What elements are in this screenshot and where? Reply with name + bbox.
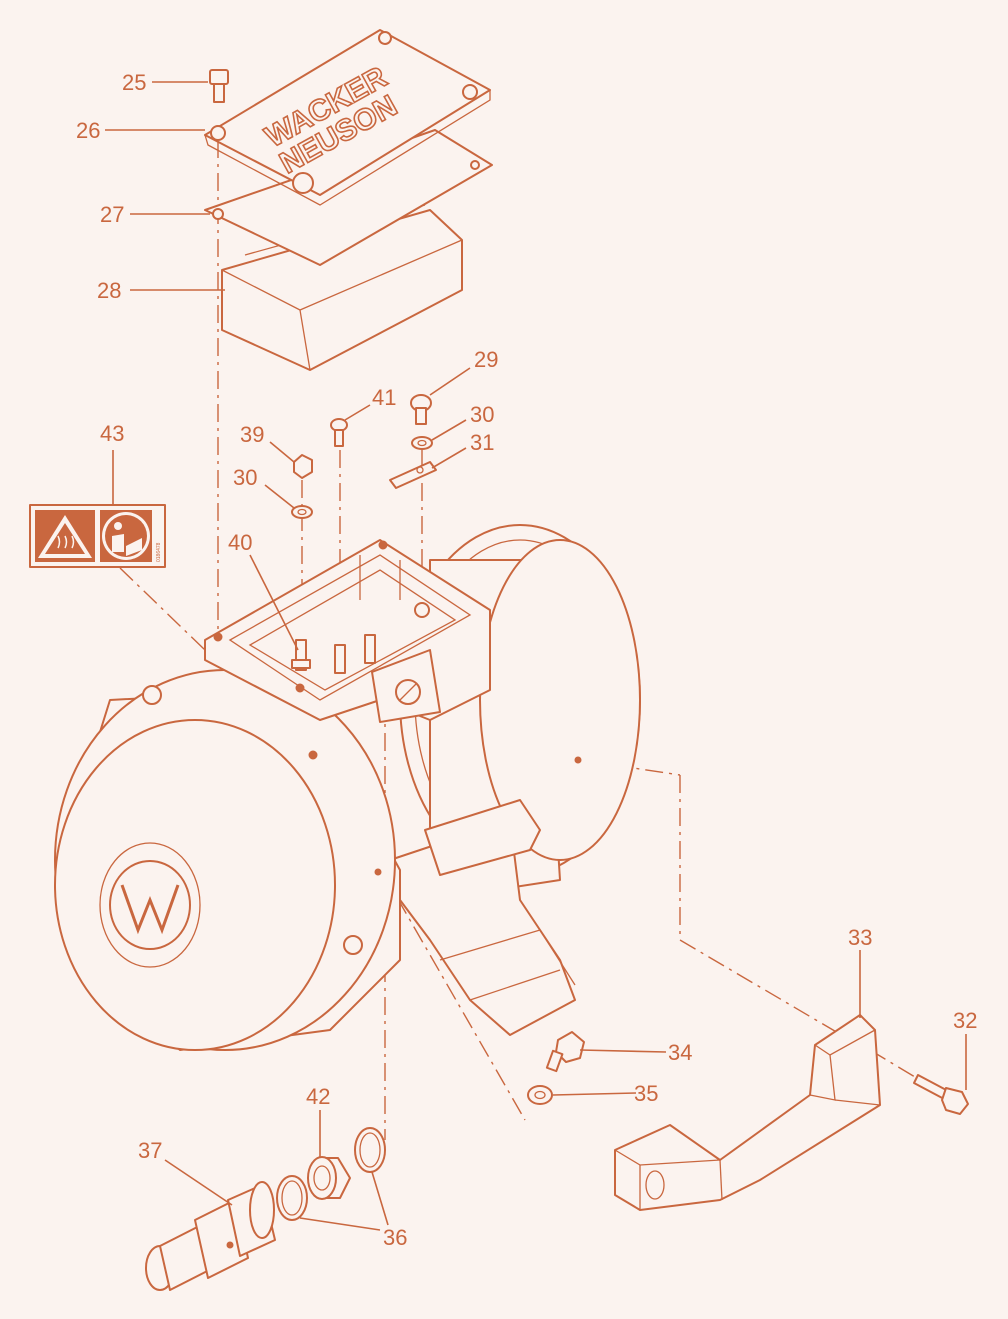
callout-30-left: 30 (233, 465, 257, 490)
screw-25 (209, 69, 229, 103)
callout-42: 42 (306, 1084, 330, 1109)
motor-base-foot (389, 799, 576, 1036)
brand-w-logo-icon (109, 860, 191, 950)
ring-36-right (354, 1127, 386, 1173)
callout-labels: 25 26 27 28 29 41 30 31 39 30 43 40 33 3… (76, 70, 977, 1250)
screw-34 (545, 1031, 585, 1073)
screw-41 (330, 418, 348, 447)
hot-surface-warning-icon (35, 510, 95, 562)
ring-36-left (276, 1175, 308, 1221)
washer-30-right (411, 436, 433, 450)
washer-35 (527, 1085, 553, 1105)
callout-36: 36 (383, 1225, 407, 1250)
callout-26: 26 (76, 118, 100, 143)
callout-25: 25 (122, 70, 146, 95)
motor-housing-front (54, 669, 401, 1051)
callout-35: 35 (634, 1081, 658, 1106)
callout-28: 28 (97, 278, 121, 303)
terminal-lid-plate: WACKER NEUSON (204, 29, 491, 206)
seal-42 (307, 1156, 351, 1200)
callout-41: 41 (372, 385, 396, 410)
screw-29 (410, 394, 432, 425)
callout-32: 32 (953, 1008, 977, 1033)
callout-27: 27 (100, 202, 124, 227)
nut-39 (293, 454, 313, 479)
callout-33: 33 (848, 925, 872, 950)
warning-label: 0186478 (29, 504, 166, 568)
terminal-box-cover (221, 204, 463, 371)
callout-34: 34 (668, 1040, 692, 1065)
callout-29: 29 (474, 347, 498, 372)
leader-lines (105, 81, 967, 1231)
callout-31: 31 (470, 430, 494, 455)
cable-gland-37 (145, 1181, 276, 1291)
carry-handle (614, 1014, 881, 1211)
callout-37: 37 (138, 1138, 162, 1163)
callout-39: 39 (240, 422, 264, 447)
strip-31 (389, 461, 437, 489)
callout-43: 43 (100, 421, 124, 446)
warning-label-code: 0186478 (156, 542, 162, 562)
callout-30-right: 30 (470, 402, 494, 427)
washer-30-left (291, 505, 313, 519)
callout-40: 40 (228, 530, 252, 555)
bolt-32 (913, 1074, 969, 1115)
terminal-box-base (204, 539, 491, 723)
read-manual-icon (100, 510, 152, 562)
